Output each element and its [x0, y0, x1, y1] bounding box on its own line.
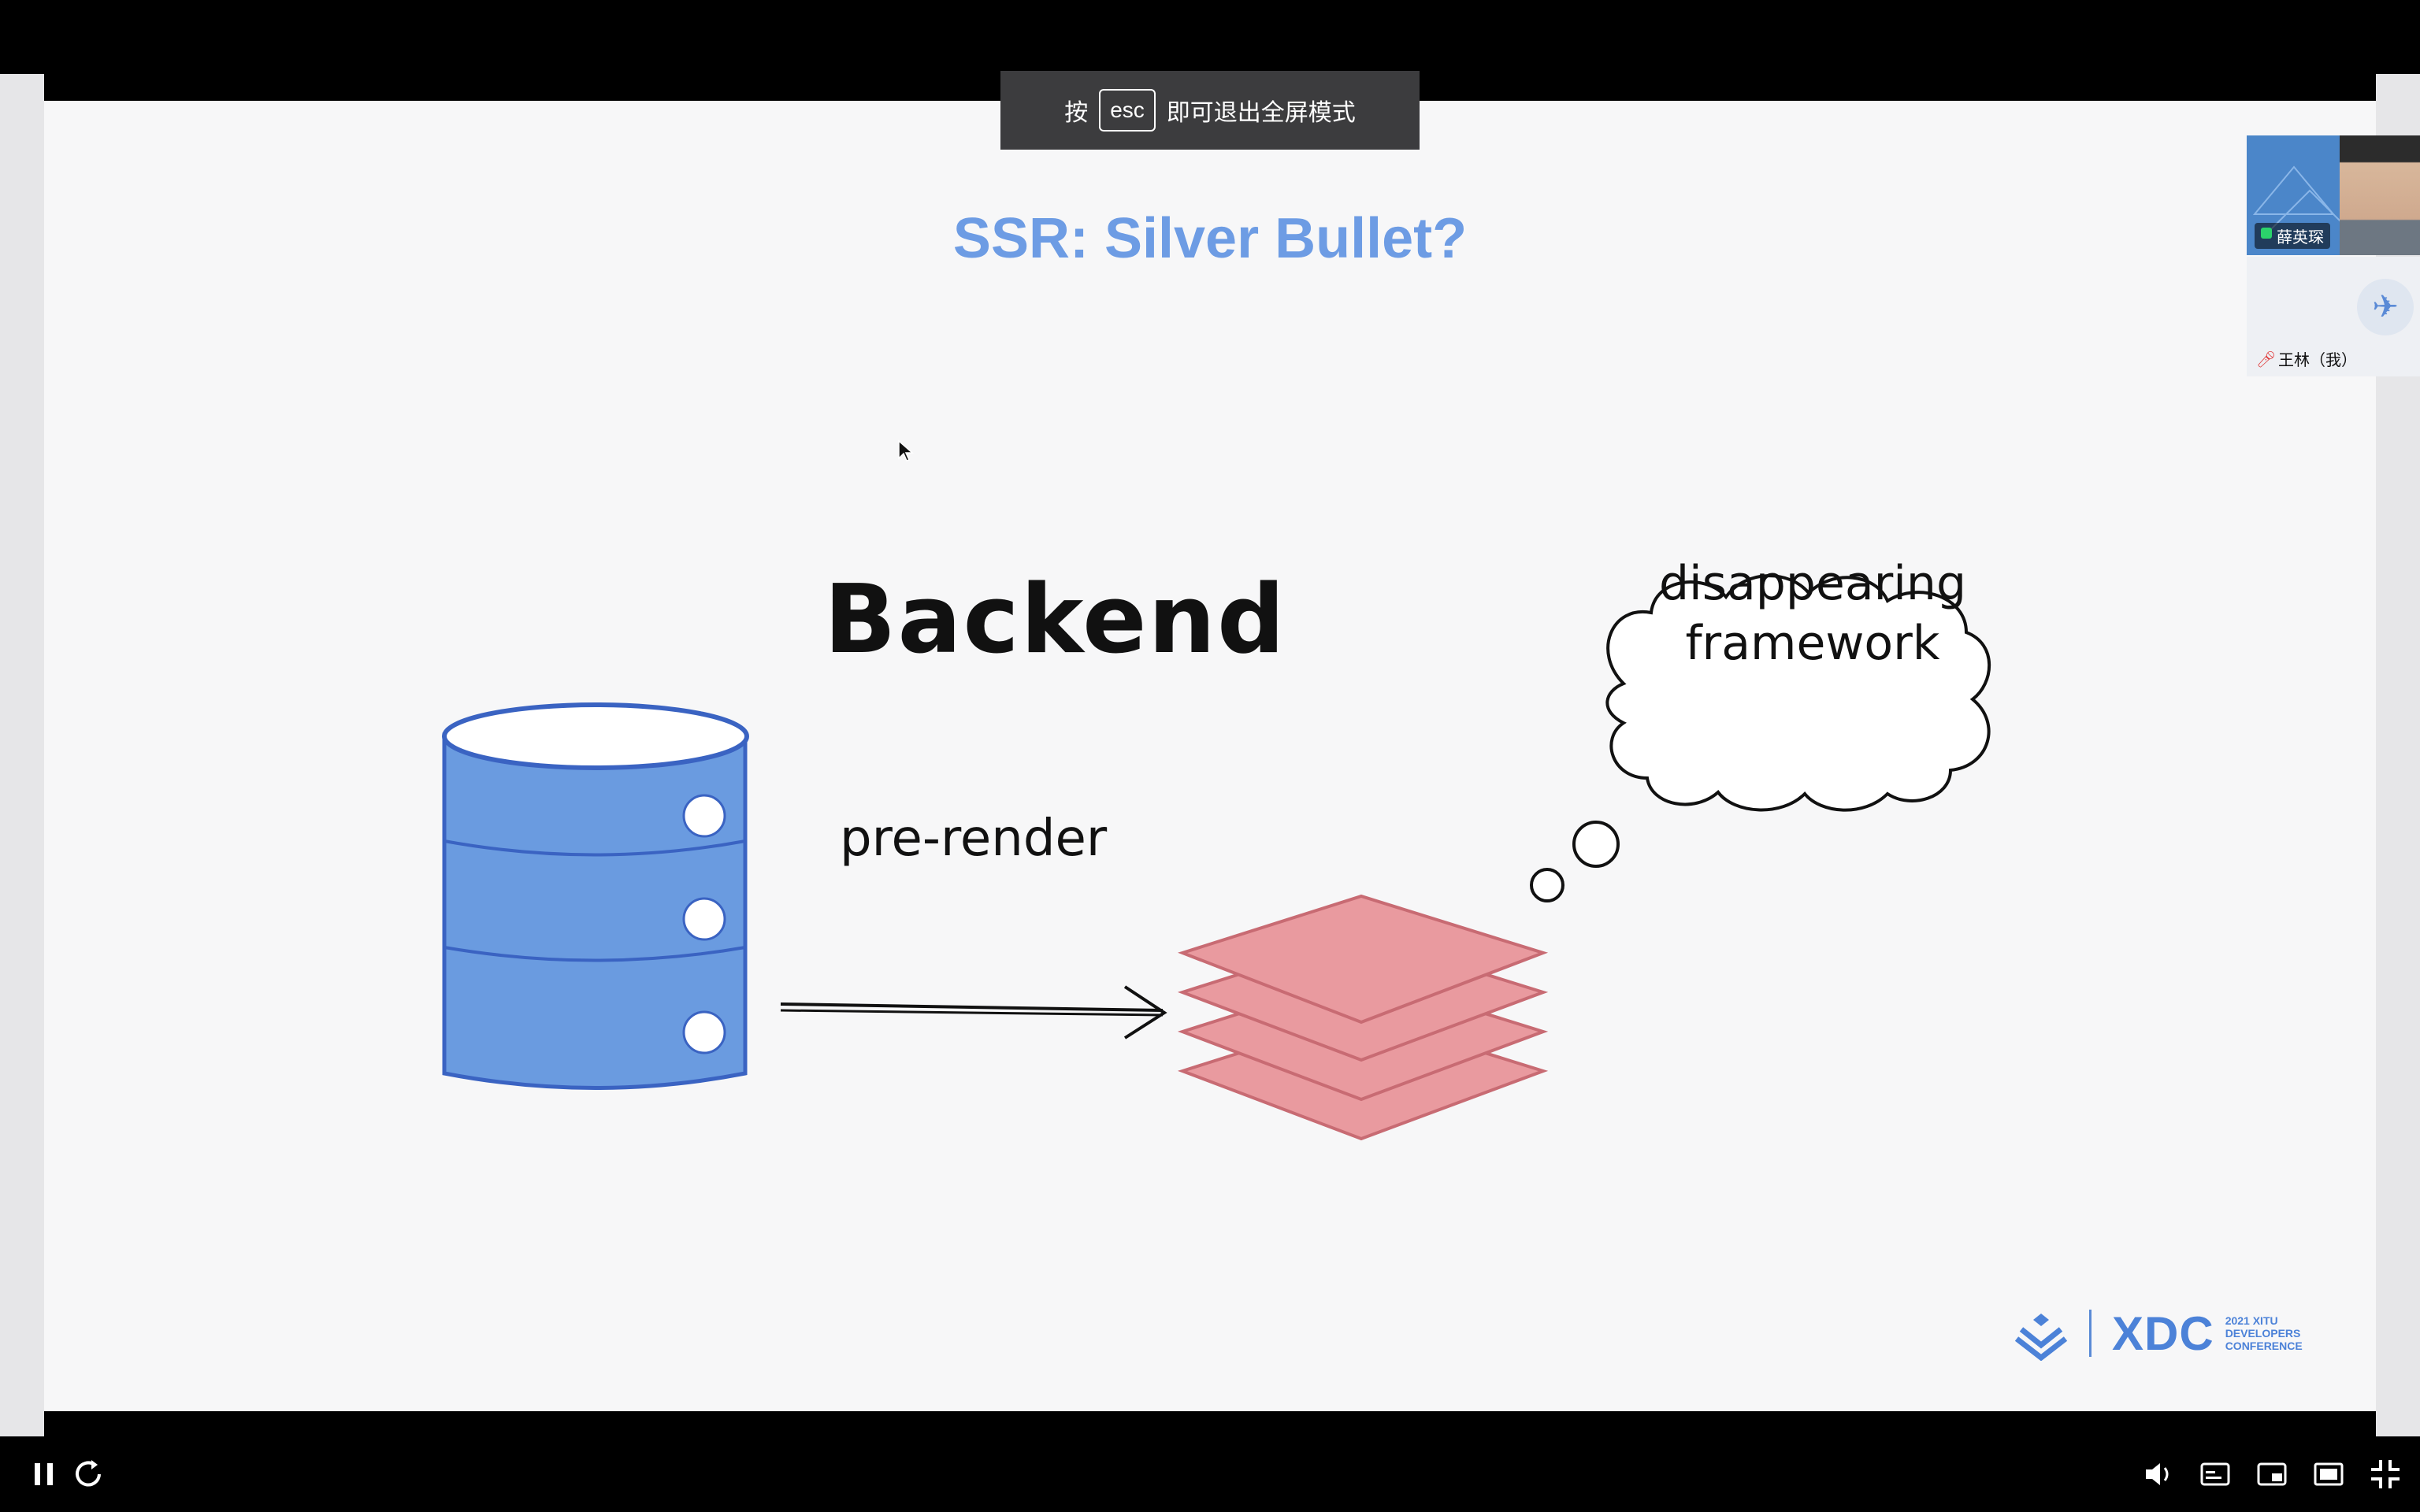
esc-hint-suffix: 即可退出全屏模式 [1166, 100, 1356, 126]
background-graphic-icon [2252, 165, 2350, 231]
slide-title: SSR: Silver Bullet? [952, 207, 1468, 270]
slide-diagram [442, 574, 1991, 1141]
presentation-slide: SSR: Silver Bullet? [44, 101, 2376, 1411]
juejin-logo-icon [2014, 1314, 2068, 1361]
xdc-logo: XDC 2021 XITU DEVELOPERS CONFERENCE [2014, 1302, 2303, 1365]
exit-fullscreen-icon[interactable] [2368, 1457, 2403, 1492]
logo-separator [2089, 1310, 2092, 1357]
thought-text: disappearing framework [1628, 554, 1998, 673]
pages-stack-icon [1177, 894, 1549, 1141]
picture-in-picture-icon[interactable] [2255, 1457, 2289, 1492]
replay-icon[interactable] [71, 1457, 106, 1492]
xdc-sub-line1: 2021 XITU [2225, 1314, 2278, 1327]
participant-camera-feed [2340, 135, 2420, 255]
xdc-subtitle: 2021 XITU DEVELOPERS CONFERENCE [2225, 1314, 2303, 1352]
thought-line-1: disappearing [1658, 556, 1967, 611]
subtitles-icon[interactable] [2198, 1457, 2233, 1492]
participant-video-tile[interactable]: 薛英琛 [2247, 135, 2420, 255]
left-viewport-border [0, 74, 44, 1436]
xdc-sub-line2: DEVELOPERS [2225, 1327, 2301, 1340]
mouse-cursor-icon [898, 439, 914, 461]
backend-label: Backend [824, 565, 1286, 675]
database-icon [442, 702, 749, 1090]
mic-muted-icon: 🎤︎ [2256, 351, 2277, 369]
player-controls-bar [0, 1433, 2420, 1512]
participant-name: 薛英琛 [2255, 223, 2330, 249]
fullscreen-exit-hint: 按 esc 即可退出全屏模式 [1000, 71, 1420, 150]
xdc-sub-line3: CONFERENCE [2225, 1340, 2303, 1352]
pre-render-arrow [780, 985, 1167, 1040]
volume-icon[interactable] [2141, 1457, 2176, 1492]
avatar-icon: ✈ [2357, 279, 2414, 335]
pause-icon[interactable] [27, 1457, 61, 1492]
theater-mode-icon[interactable] [2311, 1457, 2346, 1492]
thought-bubble [1530, 574, 1991, 902]
self-participant-tile[interactable]: ✈ 🎤︎ 王林（我） [2247, 257, 2420, 376]
participant-name: 王林（我） [2278, 352, 2357, 369]
esc-hint-prefix: 按 [1064, 100, 1089, 126]
pre-render-label: pre-render [840, 810, 1108, 868]
esc-key-badge: esc [1099, 89, 1156, 132]
thought-line-2: framework [1685, 616, 1940, 671]
xdc-wordmark: XDC [2112, 1306, 2214, 1360]
